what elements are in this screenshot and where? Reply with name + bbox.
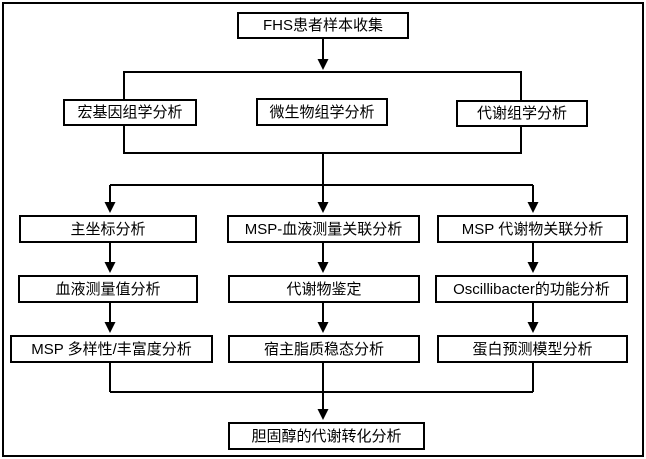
node-protein-prediction-model: 蛋白预测模型分析	[437, 335, 628, 363]
arrowhead	[104, 202, 116, 213]
arrowhead	[527, 322, 539, 333]
node-msp-metabolite-association: MSP 代谢物关联分析	[437, 215, 628, 243]
arrowhead	[317, 59, 329, 70]
node-blood-measurement-analysis: 血液测量值分析	[18, 275, 198, 303]
arrowhead	[317, 262, 329, 273]
node-microbiomics: 微生物组学分析	[256, 98, 388, 126]
node-host-lipid-homeostasis: 宿主脂质稳态分析	[228, 335, 420, 363]
arrowhead	[317, 202, 329, 213]
node-cholesterol-conversion: 胆固醇的代谢转化分析	[228, 422, 425, 450]
node-metabolomics: 代谢组学分析	[456, 100, 588, 127]
arrowhead	[104, 322, 116, 333]
arrowhead	[527, 262, 539, 273]
arrowhead	[317, 409, 329, 420]
arrowhead	[527, 202, 539, 213]
node-metagenomics: 宏基因组学分析	[63, 99, 197, 126]
node-metabolite-identification: 代谢物鉴定	[228, 275, 420, 303]
arrowhead	[317, 322, 329, 333]
node-fhs-sample-collection: FHS患者样本收集	[237, 12, 409, 39]
node-oscillibacter-function: Oscillibacter的功能分析	[435, 275, 628, 303]
node-pcoa: 主坐标分析	[19, 215, 197, 243]
node-msp-blood-association: MSP-血液测量关联分析	[227, 215, 420, 243]
arrowhead	[104, 262, 116, 273]
node-msp-diversity-abundance: MSP 多样性/丰富度分析	[10, 335, 213, 363]
